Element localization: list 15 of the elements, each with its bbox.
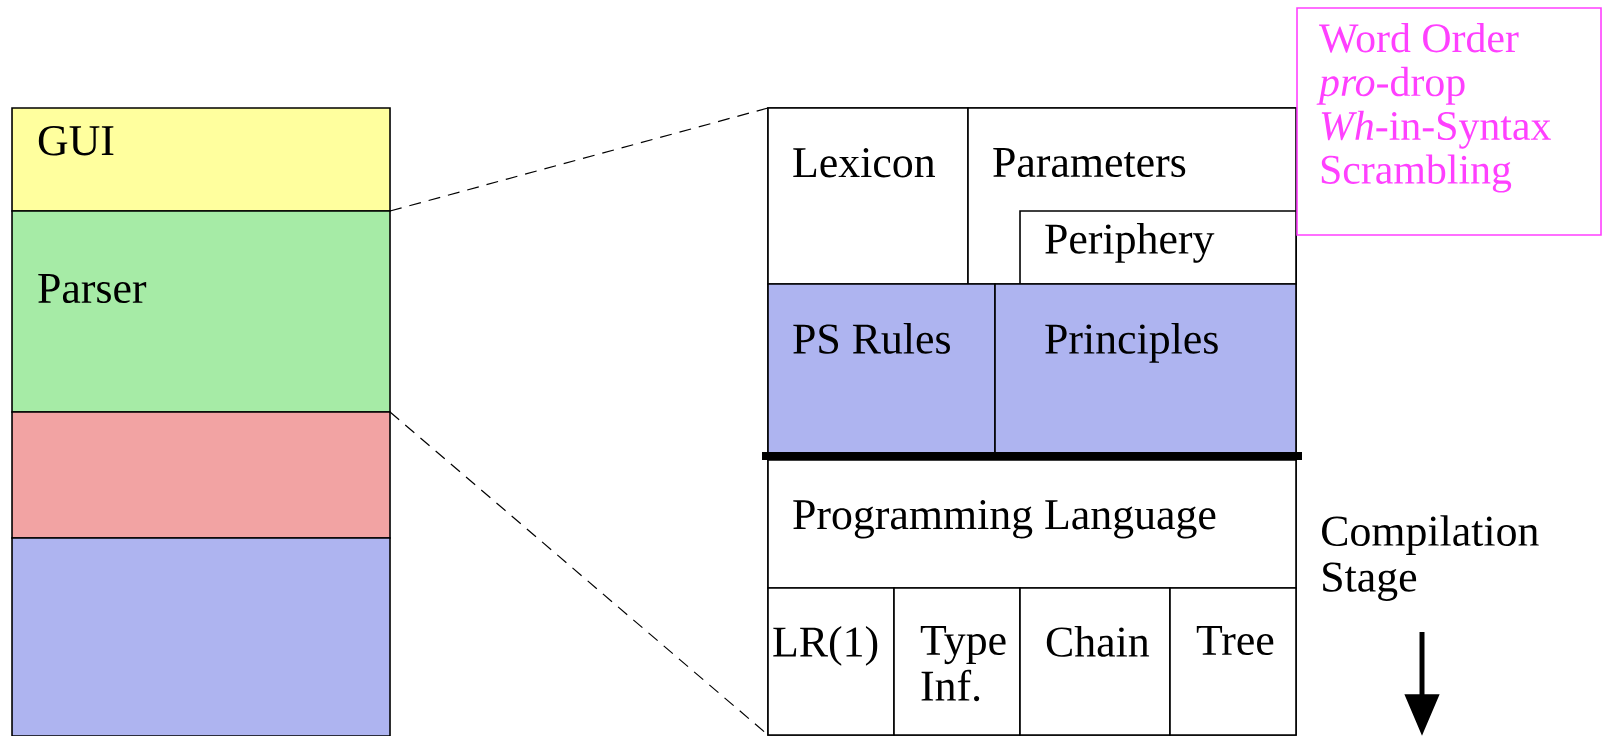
dashed-line: [389, 107, 769, 212]
stage-label: Compilation Stage: [1322, 515, 1539, 601]
cell: PS Rules: [767, 283, 996, 457]
layer-box: Parser: [11, 210, 391, 413]
cell: Periphery: [1019, 210, 1297, 285]
cell: LR(1): [767, 587, 895, 736]
layer-box: [11, 537, 391, 736]
cell: Tree: [1169, 587, 1297, 736]
cell: Lexicon: [767, 107, 969, 285]
cell: Type Inf.: [893, 587, 1021, 736]
note-box: Word Order pro-drop Wh-in-Syntax Scrambling: [1296, 7, 1602, 236]
layer-box: GUI: [11, 107, 391, 212]
cell: Chain: [1019, 587, 1171, 736]
layer-box: [11, 411, 391, 539]
cell: Principles: [994, 283, 1297, 457]
